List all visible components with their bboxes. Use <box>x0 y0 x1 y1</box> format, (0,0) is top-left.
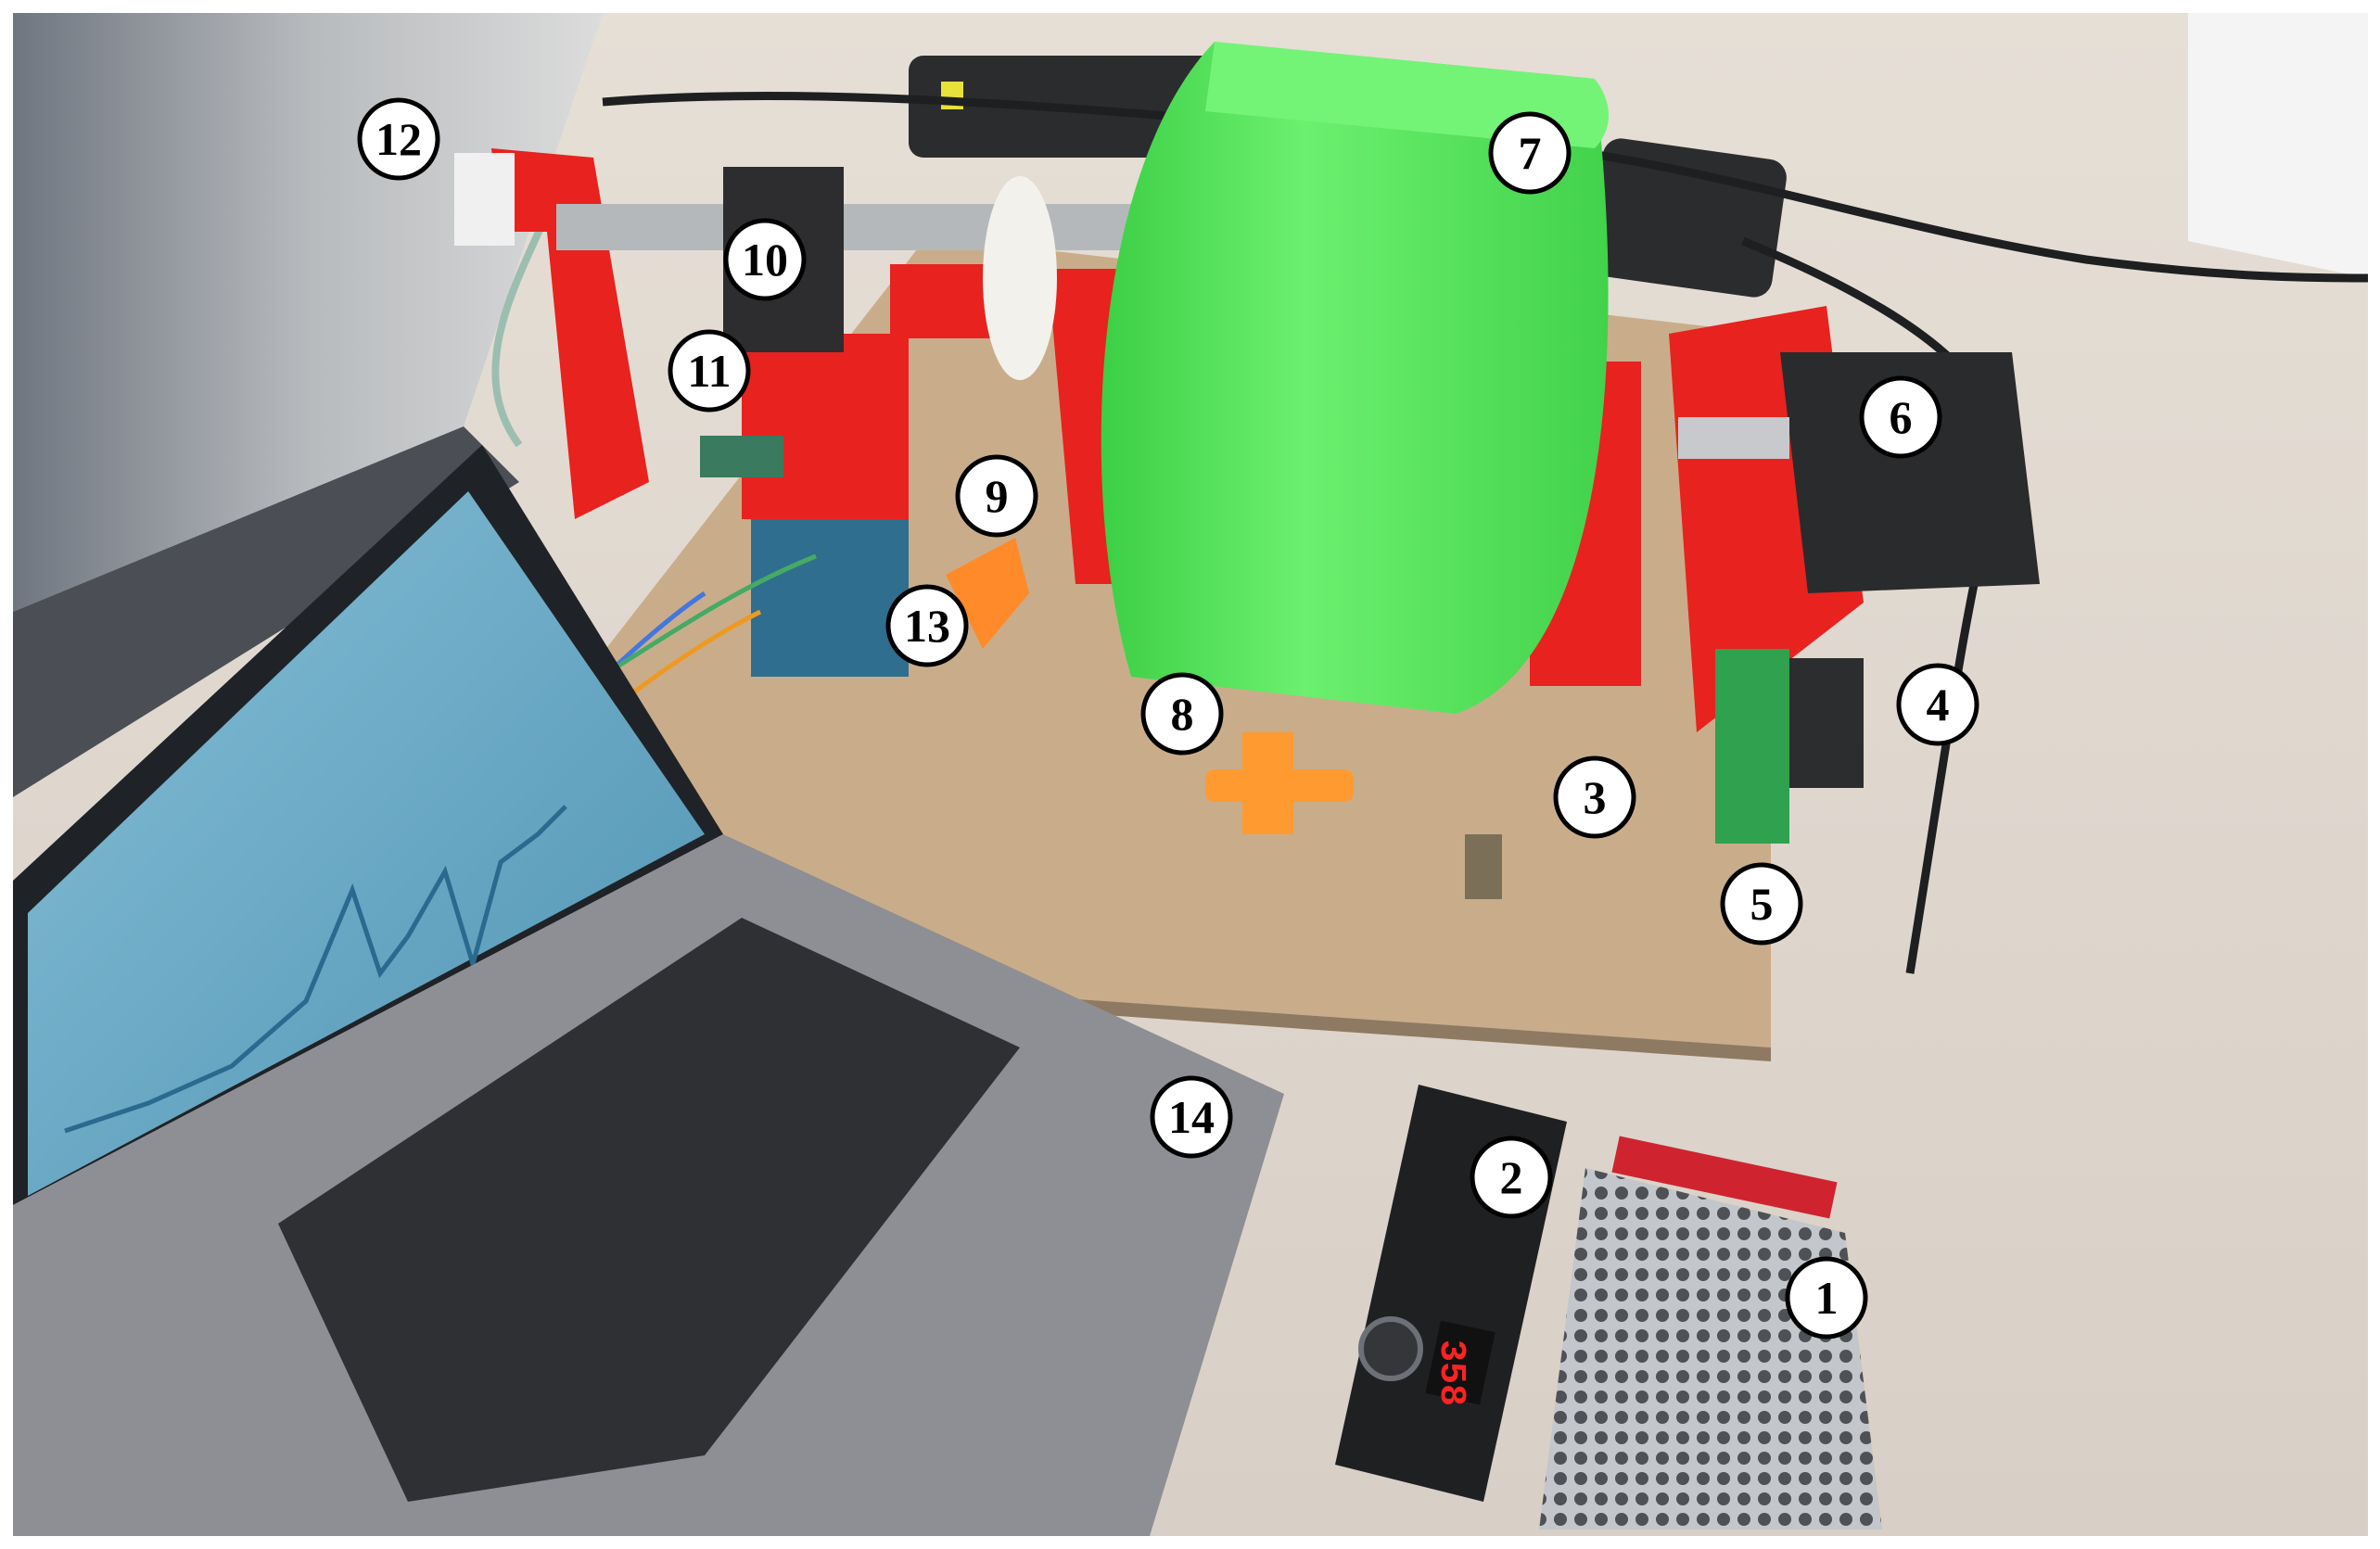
callout-9: 9 <box>952 451 1041 540</box>
laptop <box>13 445 1284 1536</box>
shaft-assembly <box>556 167 1150 380</box>
callout-13: 13 <box>883 581 972 670</box>
stepper-motor <box>1678 352 2040 593</box>
switching-power-supply <box>1539 1136 1882 1530</box>
callout-1: 1 <box>1782 1253 1871 1342</box>
callout-4: 4 <box>1893 660 1982 749</box>
callout-3: 3 <box>1550 753 1639 842</box>
callout-8: 8 <box>1138 669 1227 758</box>
electronics <box>517 436 1864 899</box>
callout-12: 12 <box>354 95 443 184</box>
callout-14: 14 <box>1147 1073 1236 1162</box>
callout-10: 10 <box>720 215 809 304</box>
callout-7: 7 <box>1485 108 1574 197</box>
callout-11: 11 <box>665 326 754 415</box>
callout-5: 5 <box>1717 859 1806 948</box>
callout-2: 2 <box>1467 1133 1556 1222</box>
voltage-display: 358 <box>1430 1340 1471 1406</box>
callout-6: 6 <box>1856 373 1945 462</box>
